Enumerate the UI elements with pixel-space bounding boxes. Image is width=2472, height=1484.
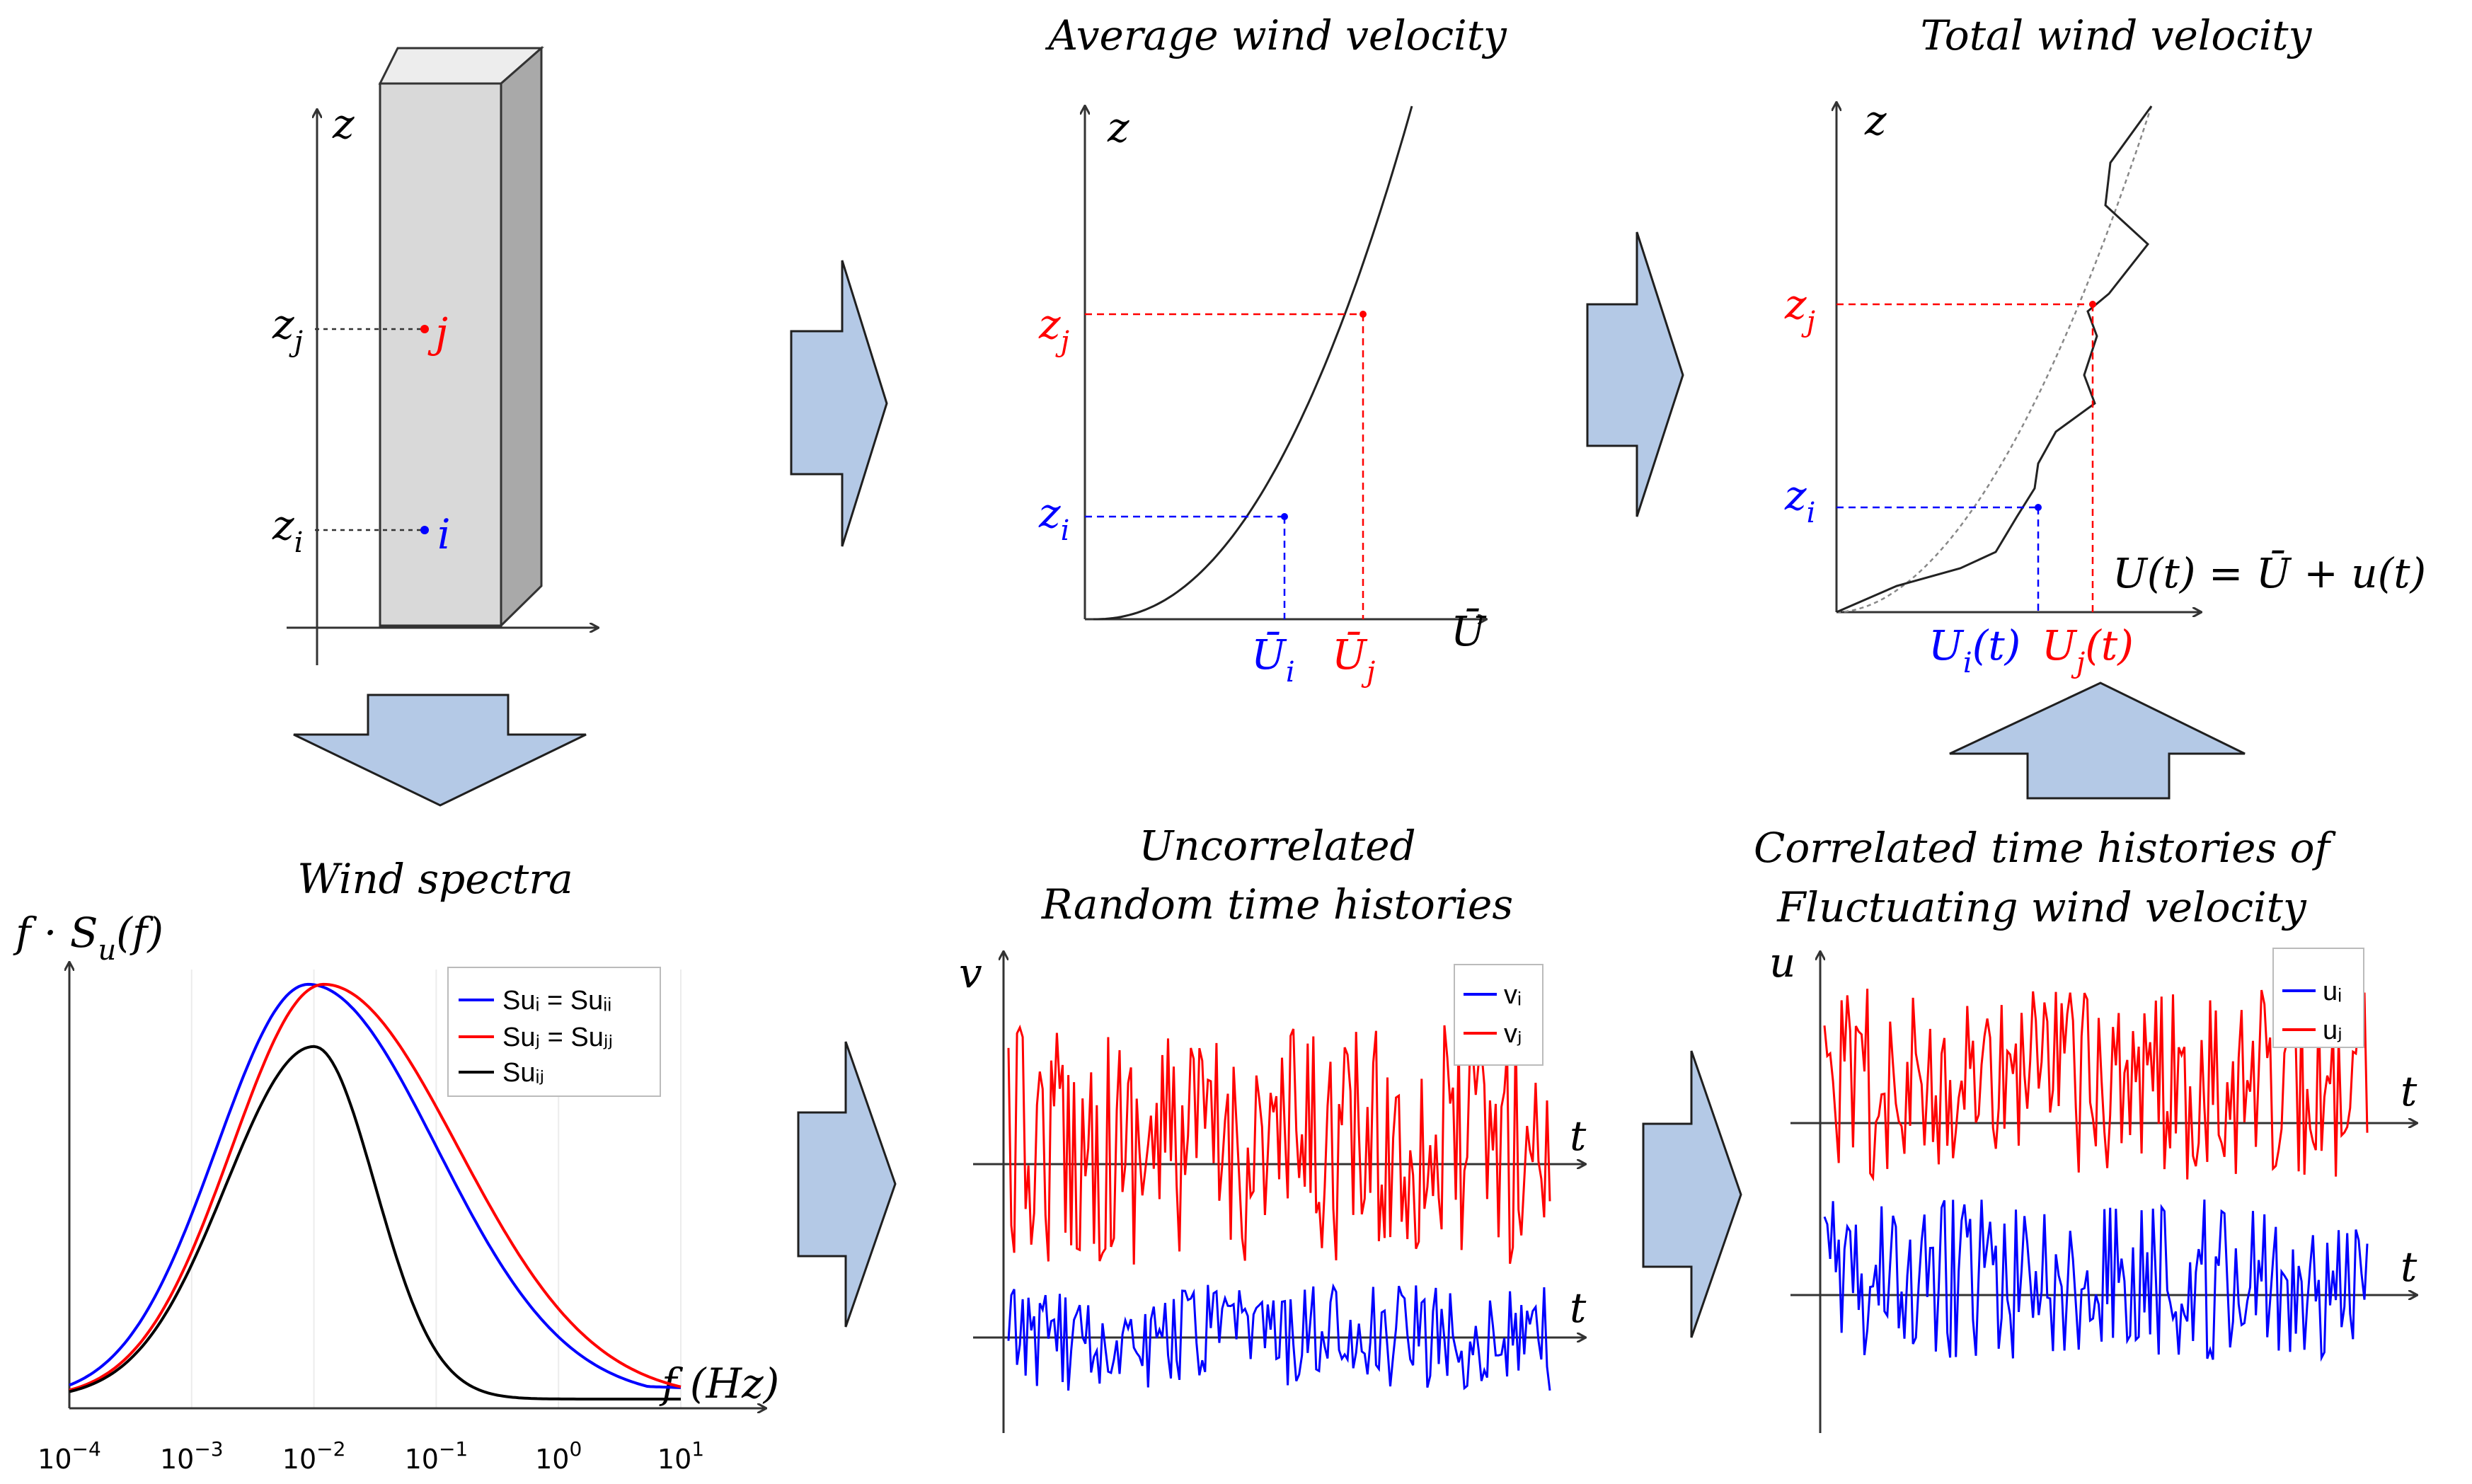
arrow-right-4 xyxy=(1642,1050,1742,1338)
corr-legend-ui: uᵢ xyxy=(2323,977,2342,1006)
mean-wind-profile-curve xyxy=(1093,105,1413,621)
building-front-face xyxy=(379,82,502,627)
spectra-tick-label: 10−2 xyxy=(282,1437,346,1475)
avg-xlabel: Ū xyxy=(1451,607,1487,655)
uncorr-title-line2: Random time histories xyxy=(1041,880,1513,928)
uncorr-legend-vi: vᵢ xyxy=(1504,980,1522,1010)
avg-j-point xyxy=(1359,311,1367,318)
corr-series-ui xyxy=(1823,1200,2369,1362)
uncorr-title-line1: Uncorrelated xyxy=(1139,822,1415,870)
corr-t-label-upper: t xyxy=(2401,1067,2418,1115)
corr-title-line2: Fluctuating wind velocity xyxy=(1776,883,2307,931)
building-side-face xyxy=(500,45,543,628)
uncorr-ylabel: v xyxy=(959,949,982,997)
building-zi-label: zi xyxy=(272,501,303,559)
total-ui-label: Ui(t) xyxy=(1928,621,2020,679)
spectra-tick-label: 100 xyxy=(535,1437,582,1475)
corr-t-label-lower: t xyxy=(2401,1243,2418,1291)
spectra-tick-label: 10−4 xyxy=(38,1437,101,1475)
total-zj-label: zj xyxy=(1784,280,1815,338)
uncorr-t-label-lower: t xyxy=(1570,1284,1587,1332)
spectra-legend: Suᵢ = Suᵢᵢ Suⱼ = Suⱼⱼ Suᵢⱼ xyxy=(447,967,661,1097)
total-uj-label: Uj(t) xyxy=(2042,621,2134,679)
uncorrelated-panel: Uncorrelated Random time histories v t t… xyxy=(959,822,1587,1433)
total-wind-panel: Total wind velocity z zj zi Ui(t) Uj(t) … xyxy=(1784,11,2426,679)
point-i-marker xyxy=(420,526,429,534)
legend-label-j: Suⱼ = Suⱼⱼ xyxy=(502,1023,613,1052)
building-zj-label: zj xyxy=(272,300,303,358)
arrow-up xyxy=(1949,681,2246,800)
spectra-tick-label: 101 xyxy=(657,1437,704,1475)
spectra-title: Wind spectra xyxy=(297,855,573,903)
total-wind-title: Total wind velocity xyxy=(1921,11,2313,59)
uncorr-legend-vj: vⱼ xyxy=(1504,1019,1522,1049)
spectra-tick-label: 10−1 xyxy=(405,1437,468,1475)
avg-zj-label: zj xyxy=(1038,300,1069,358)
corr-legend: uᵢ uⱼ xyxy=(2272,948,2364,1048)
avg-zi-label: zi xyxy=(1038,489,1069,547)
avg-ui-label: Ūi xyxy=(1251,631,1295,689)
corr-title-line1: Correlated time histories of xyxy=(1754,824,2337,872)
building-z-label: z xyxy=(332,100,355,148)
uncorr-series-vj xyxy=(1007,1024,1551,1265)
avg-uj-label: Ūj xyxy=(1332,631,1375,689)
spectra-tick-labels: 10−4 10−3 10−2 10−1 100 101 xyxy=(38,1437,704,1475)
total-wind-profile-line xyxy=(1836,105,2153,614)
point-j-marker xyxy=(420,325,429,333)
average-wind-title: Average wind velocity xyxy=(1045,11,1507,59)
arrow-right-1 xyxy=(790,260,888,547)
arrow-right-3 xyxy=(797,1041,897,1328)
total-z-label: z xyxy=(1864,96,1887,144)
spectrum-series-j xyxy=(69,982,682,1392)
spectra-legend-box xyxy=(447,967,661,1097)
spectrum-series-ij xyxy=(69,1045,681,1400)
legend-label-ij: Suᵢⱼ xyxy=(502,1058,544,1088)
uncorr-t-label-upper: t xyxy=(1570,1112,1587,1160)
correlated-panel: Correlated time histories of Fluctuating… xyxy=(1754,824,2418,1433)
average-wind-panel: Average wind velocity z Ū zj zi Ūi Ūj xyxy=(1038,11,1507,689)
spectra-tick-label: 10−3 xyxy=(160,1437,224,1475)
arrow-down xyxy=(293,694,587,807)
total-mean-profile-curve xyxy=(1836,105,2153,614)
corr-legend-uj: uⱼ xyxy=(2323,1016,2342,1045)
corr-ylabel: u xyxy=(1769,938,1795,987)
corr-series-uj xyxy=(1823,989,2369,1182)
total-i-point xyxy=(2035,504,2042,511)
building-panel: z zj j zi i xyxy=(272,45,598,665)
spectrum-series-i xyxy=(69,982,682,1389)
point-i-label: i xyxy=(437,510,451,558)
spectra-ylabel: f · Su(f) xyxy=(13,909,163,967)
total-formula: U(t) = Ū + u(t) xyxy=(2112,549,2426,597)
total-zi-label: zi xyxy=(1784,471,1815,529)
arrow-right-2 xyxy=(1586,231,1684,517)
uncorr-legend-box xyxy=(1454,964,1543,1066)
avg-i-point xyxy=(1281,513,1288,520)
avg-z-label: z xyxy=(1107,103,1129,151)
legend-label-i: Suᵢ = Suᵢᵢ xyxy=(502,986,611,1016)
corr-legend-box xyxy=(2272,948,2364,1048)
uncorr-series-vi xyxy=(1007,1283,1551,1391)
total-j-point xyxy=(2089,301,2096,308)
uncorr-legend: vᵢ vⱼ xyxy=(1454,964,1543,1066)
